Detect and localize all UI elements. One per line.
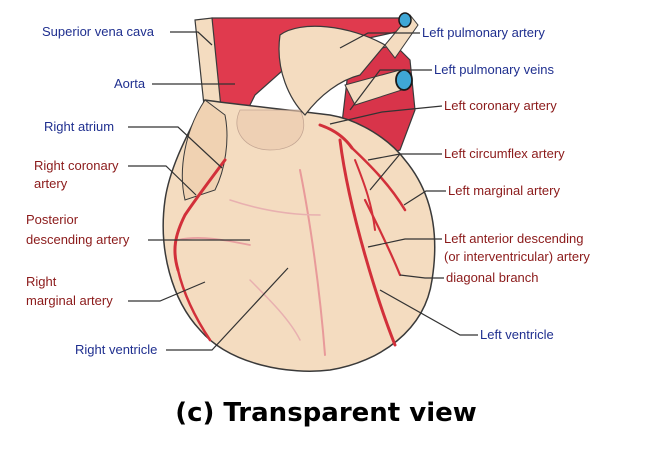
left-marginal-artery-path [354,159,376,231]
label-left-marginal-artery: Left marginal artery [448,183,560,198]
label-left-pulmonary-artery: Left pulmonary artery [422,25,545,40]
label-aorta: Aorta [114,76,146,91]
leader-lines [128,31,478,351]
label-right-ventricle: Right ventricle [75,342,157,357]
faint-vessel-2 [249,279,301,341]
pulmonary-trunk-shape [278,25,386,116]
label-left-circumflex-artery: Left circumflex artery [444,146,565,161]
figure-caption: (c) Transparent view [175,398,477,428]
label-left-pulmonary-veins: Left pulmonary veins [434,62,554,77]
faint-vessel-1 [229,199,321,216]
label-right-atrium: Right atrium [44,119,114,134]
left-anterior-descending-path [338,138,397,347]
label-lad-2: (or interventricular) artery [444,249,590,264]
label-right-marginal-1: Right [26,274,57,289]
label-left-coronary-artery: Left coronary artery [444,98,557,113]
inner-structure-faint [236,109,305,151]
label-right-coronary-artery-1: Right coronary [34,158,119,173]
left-circumflex-artery-path [350,146,407,212]
label-left-ventricle: Left ventricle [480,327,554,342]
label-lad-1: Left anterior descending [444,231,583,246]
right-ventricle-branch-path [299,169,326,356]
left-pulmonary-artery-opening [398,12,412,28]
left-coronary-artery-path [318,123,354,150]
right-coronary-artery-path [173,158,227,272]
coronary-arteries [173,123,407,356]
right-marginal-artery-path [176,268,212,342]
heart-body-shape [162,99,436,372]
left-pulmonary-veins-opening [395,69,413,91]
label-diagonal-branch: diagonal branch [446,270,539,285]
diagonal-branch-path [363,198,402,277]
right-atrium-shape [181,99,228,201]
label-posterior-descending-2: descending artery [26,232,130,247]
label-superior-vena-cava: Superior vena cava [42,24,155,39]
label-posterior-descending-1: Posterior [26,212,79,227]
label-right-coronary-artery-2: artery [34,176,68,191]
label-right-marginal-2: marginal artery [26,293,113,308]
posterior-descending-artery-path [177,237,251,246]
